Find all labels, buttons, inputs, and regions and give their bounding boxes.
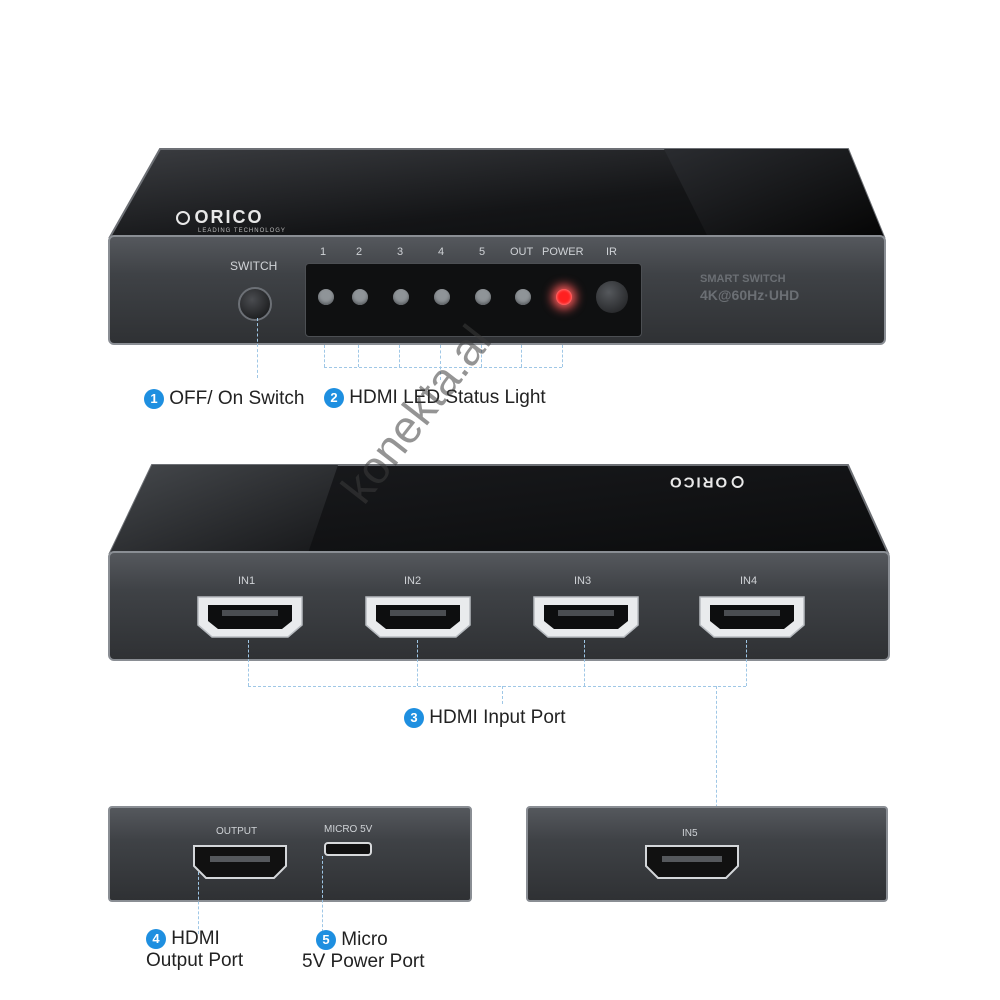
callout-line-switch: [257, 318, 258, 378]
brand-name: ORICO: [194, 207, 264, 227]
callout-line-input-center: [502, 686, 503, 704]
led-power: [556, 289, 572, 305]
callout-4-number: 4: [146, 928, 166, 949]
led-label-4: 4: [438, 246, 445, 258]
product-text-line1: SMART SWITCH: [700, 273, 786, 285]
callout-3-number: 3: [404, 707, 424, 728]
callout-line-micro: [322, 856, 323, 932]
back-face: IN1 IN2 IN3 IN4: [108, 551, 890, 661]
ir-label: IR: [606, 246, 617, 258]
brand-name-back: ORICO: [668, 473, 728, 491]
orico-logo-icon: [176, 210, 190, 225]
callout-line-led7: [562, 345, 563, 367]
led-label-5: 5: [479, 246, 486, 258]
in5-label: IN5: [682, 828, 698, 839]
micro-usb-port[interactable]: [324, 842, 372, 856]
back-device: ORICO IN1 IN2 IN3 IN4: [108, 463, 890, 663]
callout-5-line2: 5V Power Port: [302, 951, 425, 972]
orico-logo-icon-back: [731, 476, 744, 489]
callout-line-led4: [440, 345, 441, 380]
led-out: [515, 289, 531, 305]
led-2: [352, 289, 368, 305]
brand-logo-front: ORICO LEADING TECHNOLOGY: [176, 207, 286, 234]
port-label-in4: IN4: [740, 575, 758, 587]
callout-line-led5: [481, 345, 482, 367]
callout-4: 4 HDMI Output Port: [146, 928, 243, 972]
callout-1-number: 1: [144, 388, 164, 409]
ir-sensor: [596, 281, 628, 313]
led-5: [475, 289, 491, 305]
led-label-power: POWER: [542, 246, 584, 258]
switch-label: SWITCH: [230, 259, 278, 273]
callout-1-text: OFF/ On Switch: [169, 388, 305, 409]
port-label-in2: IN2: [404, 575, 422, 587]
hdmi-port-in4[interactable]: [698, 595, 806, 639]
side-device-right: IN5: [526, 806, 888, 902]
product-text-line2: 4K@60Hz·UHD: [700, 287, 800, 303]
led-label-2: 2: [356, 246, 363, 258]
callout-line-led6: [521, 345, 522, 367]
callout-5: 5 Micro 5V Power Port: [302, 929, 425, 973]
callout-4-line2: Output Port: [146, 950, 244, 971]
callout-line-in4: [746, 640, 747, 686]
led-label-out: OUT: [510, 246, 534, 258]
micro-5v-label: MICRO 5V: [324, 824, 373, 835]
callout-line-in1: [248, 640, 249, 686]
callout-line-in5: [716, 686, 717, 852]
callout-line-led1: [324, 345, 325, 367]
hdmi-output-port[interactable]: [192, 844, 288, 880]
callout-bar-leds: [324, 367, 562, 368]
callout-line-in3: [584, 640, 585, 686]
callout-1: 1 OFF/ On Switch: [144, 388, 304, 410]
callout-5-number: 5: [316, 929, 336, 950]
power-switch-button[interactable]: [238, 287, 272, 321]
led-label-1: 1: [320, 246, 327, 258]
led-label-3: 3: [397, 246, 404, 258]
front-face: SWITCH 1 2 3 4 5 OUT POWER IR SMART SWIT…: [108, 235, 886, 345]
callout-line-led3: [399, 345, 400, 367]
hdmi-port-in3[interactable]: [532, 595, 640, 639]
brand-logo-back: ORICO: [668, 473, 744, 491]
callout-3-text: HDMI Input Port: [429, 707, 566, 728]
side-device-left: OUTPUT MICRO 5V: [108, 806, 472, 902]
callout-5-line1: Micro: [341, 929, 388, 950]
callout-2-number: 2: [324, 387, 344, 408]
callout-bar-inputs: [248, 686, 746, 687]
callout-line-in2: [417, 640, 418, 686]
back-device-top-surface: [108, 464, 890, 554]
callout-2: 2 HDMI LED Status Light: [324, 387, 546, 409]
hdmi-port-in5[interactable]: [644, 844, 740, 880]
led-1: [318, 289, 334, 305]
front-device-top-surface: [108, 148, 886, 238]
hdmi-port-in1[interactable]: [196, 595, 304, 639]
callout-line-led2: [358, 345, 359, 367]
callout-line-output: [198, 872, 199, 934]
port-label-in3: IN3: [574, 575, 592, 587]
port-label-in1: IN1: [238, 575, 256, 587]
callout-2-text: HDMI LED Status Light: [349, 387, 546, 408]
callout-3: 3 HDMI Input Port: [404, 707, 566, 729]
output-label: OUTPUT: [216, 826, 258, 837]
led-4: [434, 289, 450, 305]
callout-4-line1: HDMI: [171, 928, 220, 949]
front-device: ORICO LEADING TECHNOLOGY SWITCH 1 2 3 4 …: [108, 147, 886, 347]
hdmi-port-in2[interactable]: [364, 595, 472, 639]
brand-tagline: LEADING TECHNOLOGY: [198, 228, 286, 234]
led-3: [393, 289, 409, 305]
